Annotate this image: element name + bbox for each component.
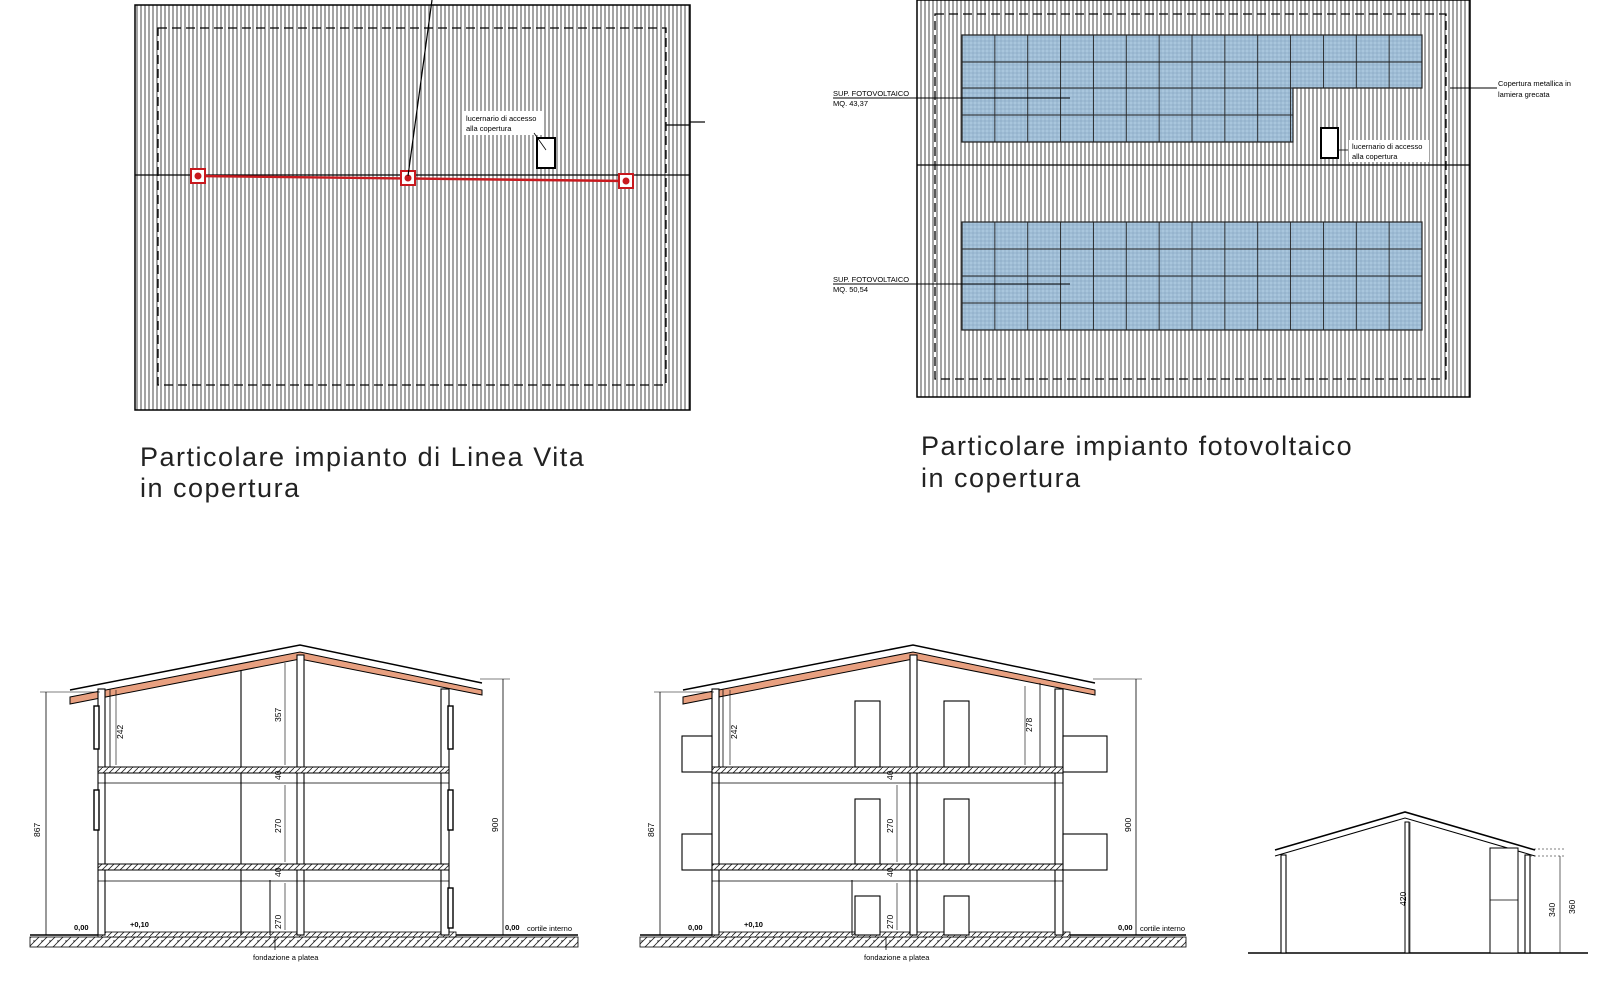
foundation-slab (97, 931, 457, 938)
foundation-label: fondazione a platea (864, 953, 930, 962)
door (1489, 847, 1519, 954)
dim-slab-1: 40 (885, 867, 895, 877)
level-outside: 0,00 (74, 923, 89, 932)
skylight-label-bg (1349, 140, 1429, 162)
courtyard-label: cortile interno (1140, 924, 1185, 933)
wall-right (1524, 854, 1531, 954)
window (447, 705, 454, 750)
wall-left (1280, 854, 1287, 954)
level-inside: +0,10 (744, 920, 763, 929)
skylight-icon (1320, 127, 1339, 159)
dim-ridge: 357 (273, 708, 283, 722)
wall-right (1054, 688, 1064, 936)
roof-profile (682, 644, 1096, 691)
level-right: 0,00 (505, 923, 520, 932)
caption-lifeline-line2: in copertura (140, 473, 301, 503)
dim-top-floor: 242 (115, 725, 125, 739)
skylight-label-line2: alla copertura (466, 124, 512, 133)
caption-lifeline-line1: Particolare impianto di Linea Vita (140, 442, 585, 472)
roof-dashed-edge (157, 27, 667, 386)
balcony (681, 735, 713, 773)
roof-profile (69, 644, 483, 691)
dim-ridge: 278 (1024, 718, 1034, 732)
skylight-leader (533, 132, 547, 151)
skylight-label-line2: alla copertura (1352, 152, 1398, 161)
pv-array-upper (961, 34, 1423, 143)
pv-array-lower (961, 221, 1423, 331)
column-center (1404, 821, 1410, 954)
pv-area-label-1-line1: SUP. FOTOVOLTAICO (833, 89, 909, 98)
foundation-label: fondazione a platea (253, 953, 319, 962)
roof-insulation (69, 651, 483, 705)
level-outside: 0,00 (688, 923, 703, 932)
section-b: 867 900 242 278 270 270 40 40 0,00 +0,10… (639, 644, 1187, 962)
dim-mid-floor: 270 (885, 819, 895, 833)
floor-slab-2 (97, 766, 450, 774)
dim-slab-2: 40 (885, 770, 895, 780)
section-c: 420 340 360 (1248, 811, 1588, 954)
leader-line (407, 0, 433, 177)
roof-outline (134, 4, 691, 411)
door (854, 895, 881, 936)
dim-slab-2: 40 (273, 770, 283, 780)
ground-hatch (29, 936, 579, 948)
window (93, 789, 100, 831)
window (93, 705, 100, 750)
dim-height: 420 (1398, 892, 1408, 906)
roof-profile (1274, 811, 1536, 851)
door (943, 700, 970, 768)
dim-total-left: 867 (646, 823, 656, 837)
roof-underside (1274, 817, 1536, 857)
skylight-label-line1: lucernario di accesso (466, 114, 536, 123)
anchor-point (400, 170, 416, 186)
window (447, 887, 454, 929)
wall-left (711, 688, 720, 936)
anchor-point (618, 173, 634, 189)
skylight-label-bg (463, 111, 543, 135)
column-center (296, 654, 305, 936)
dim-slab-1: 40 (273, 867, 283, 877)
courtyard-label: cortile interno (527, 924, 572, 933)
ground-hatch (639, 936, 1187, 948)
caption-pv-line1: Particolare impianto fotovoltaico (921, 431, 1353, 461)
skylight-icon (536, 137, 556, 169)
pv-area-label-1-line2: MQ. 43,37 (833, 99, 868, 108)
balcony (1062, 833, 1108, 871)
foundation-slab (711, 931, 1071, 938)
balcony (1062, 735, 1108, 773)
dim-ground-floor: 270 (273, 915, 283, 929)
dim-total-left: 867 (32, 823, 42, 837)
caption-pv-line2: in copertura (921, 463, 1082, 493)
dim-side: 340 (1547, 903, 1557, 917)
level-inside: +0,10 (130, 920, 149, 929)
level-right: 0,00 (1118, 923, 1133, 932)
plan-pv: lucernario di accesso alla copertura SUP… (833, 0, 1571, 398)
roof-dashed-edge (934, 13, 1447, 380)
dim-eave: 360 (1567, 900, 1577, 914)
roof-material-line1: Copertura metallica in (1498, 79, 1571, 88)
dim-total-right: 900 (1123, 818, 1133, 832)
balcony (681, 833, 713, 871)
dim-total-right: 900 (490, 818, 500, 832)
plan-lifeline: lucernario di accesso alla copertura (134, 0, 705, 411)
door (943, 895, 970, 936)
anchor-point (190, 168, 206, 184)
section-a: 867 900 242 357 270 270 40 40 0,00 +0,10… (29, 644, 579, 962)
column-center (909, 654, 918, 936)
dim-top-floor: 242 (729, 725, 739, 739)
skylight-label-line1: lucernario di accesso (1352, 142, 1422, 151)
dim-mid-floor: 270 (273, 819, 283, 833)
pv-area-label-2-line1: SUP. FOTOVOLTAICO (833, 275, 909, 284)
window (447, 789, 454, 831)
pv-area-label-2-line2: MQ. 50,54 (833, 285, 868, 294)
floor-slab-1 (97, 863, 450, 871)
door (854, 700, 881, 768)
roof-insulation (682, 651, 1096, 705)
door (854, 798, 881, 865)
door (943, 798, 970, 865)
dim-ground-floor: 270 (885, 915, 895, 929)
roof-material-line2: lamiera grecata (1498, 90, 1551, 99)
